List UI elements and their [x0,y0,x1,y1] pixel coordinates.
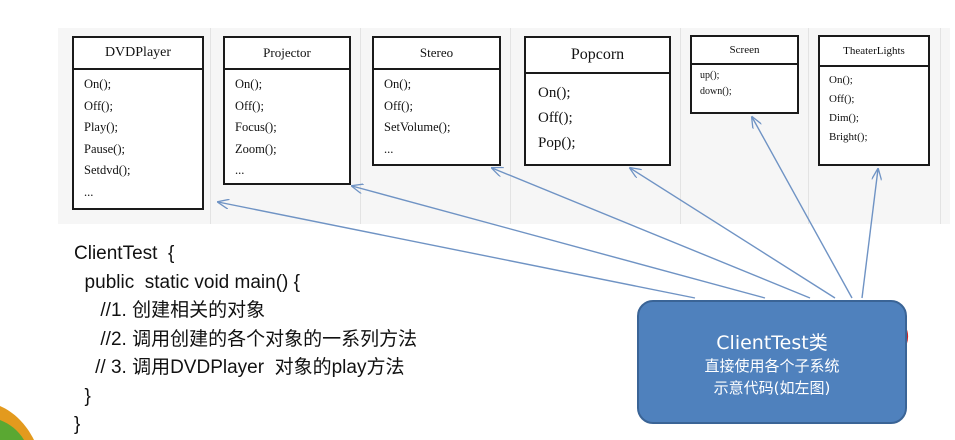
method: Off(); [84,98,113,113]
method: Setdvd(); [84,163,131,177]
arrow-to-theaterlights [861,169,878,299]
grid-line [680,28,681,224]
class-name: Screen [692,37,797,65]
method: ... [235,163,245,177]
corner-decoration-icon [0,406,34,440]
arrow-to-projector [352,186,766,299]
arrow-to-popcorn [630,168,836,299]
callout-title: ClientTest类 [716,332,828,354]
class-box-projector: Projector On(); Off(); Focus(); Zoom(); … [223,36,351,185]
method: Focus(); [235,120,277,134]
method: ... [84,184,94,199]
code-line: //2. 调用创建的各个对象的一系列方法 [74,328,418,350]
grid-line [510,28,511,224]
arrow-to-dvdplayer [218,202,696,299]
client-code: ClientTest { public static void main() {… [74,240,417,440]
class-box-screen: Screen up(); down(); [690,35,799,114]
method: Pause(); [84,141,125,156]
method: SetVolume(); [384,120,451,134]
class-name: Projector [225,38,349,70]
code-line: //1. 创建相关的对象 [74,300,266,321]
class-box-theaterlights: TheaterLights On(); Off(); Dim(); Bright… [818,35,930,166]
method: Off(); [829,93,855,105]
method: Dim(); [829,112,859,124]
code-line: public static void main() { [74,271,300,293]
code-line: // 3. 调用DVDPlayer 对象的play方法 [74,357,405,378]
arrow-to-stereo [492,168,811,299]
class-box-popcorn: Popcorn On(); Off(); Pop(); [524,36,671,166]
method: Play(); [84,120,119,134]
method: down(); [700,86,732,97]
method: On(); [84,77,112,91]
class-name: Popcorn [526,38,669,74]
code-line: } [74,414,81,435]
method: Off(); [538,110,573,126]
method: On(); [235,77,263,91]
method: up(); [700,70,720,81]
method: On(); [829,74,853,86]
arrow-to-screen [752,117,853,299]
class-name: TheaterLights [820,37,928,67]
grid-line [360,28,361,224]
method: ... [384,141,394,156]
code-line: } [74,385,91,407]
callout-line: 示意代码(如左图) [713,379,831,397]
method: Off(); [384,98,413,113]
grid-line [808,28,809,224]
method: Bright(); [829,131,868,143]
method: On(); [538,85,571,101]
class-box-dvdplayer: DVDPlayer On(); Off(); Play(); Pause(); … [72,36,204,210]
method: Zoom(); [235,141,277,156]
grid-line [210,28,211,224]
grid-line [940,28,941,224]
class-name: DVDPlayer [74,38,202,70]
callout-line: 直接使用各个子系统 [704,357,840,375]
diagram-panel [58,28,950,224]
code-line: ClientTest { [74,243,175,264]
method: Pop(); [538,135,576,151]
class-box-stereo: Stereo On(); Off(); SetVolume(); ... [372,36,501,166]
method: On(); [384,77,412,91]
method: Off(); [235,98,264,113]
client-callout: ClientTest类 直接使用各个子系统 示意代码(如左图) [637,300,907,424]
class-name: Stereo [374,38,499,70]
